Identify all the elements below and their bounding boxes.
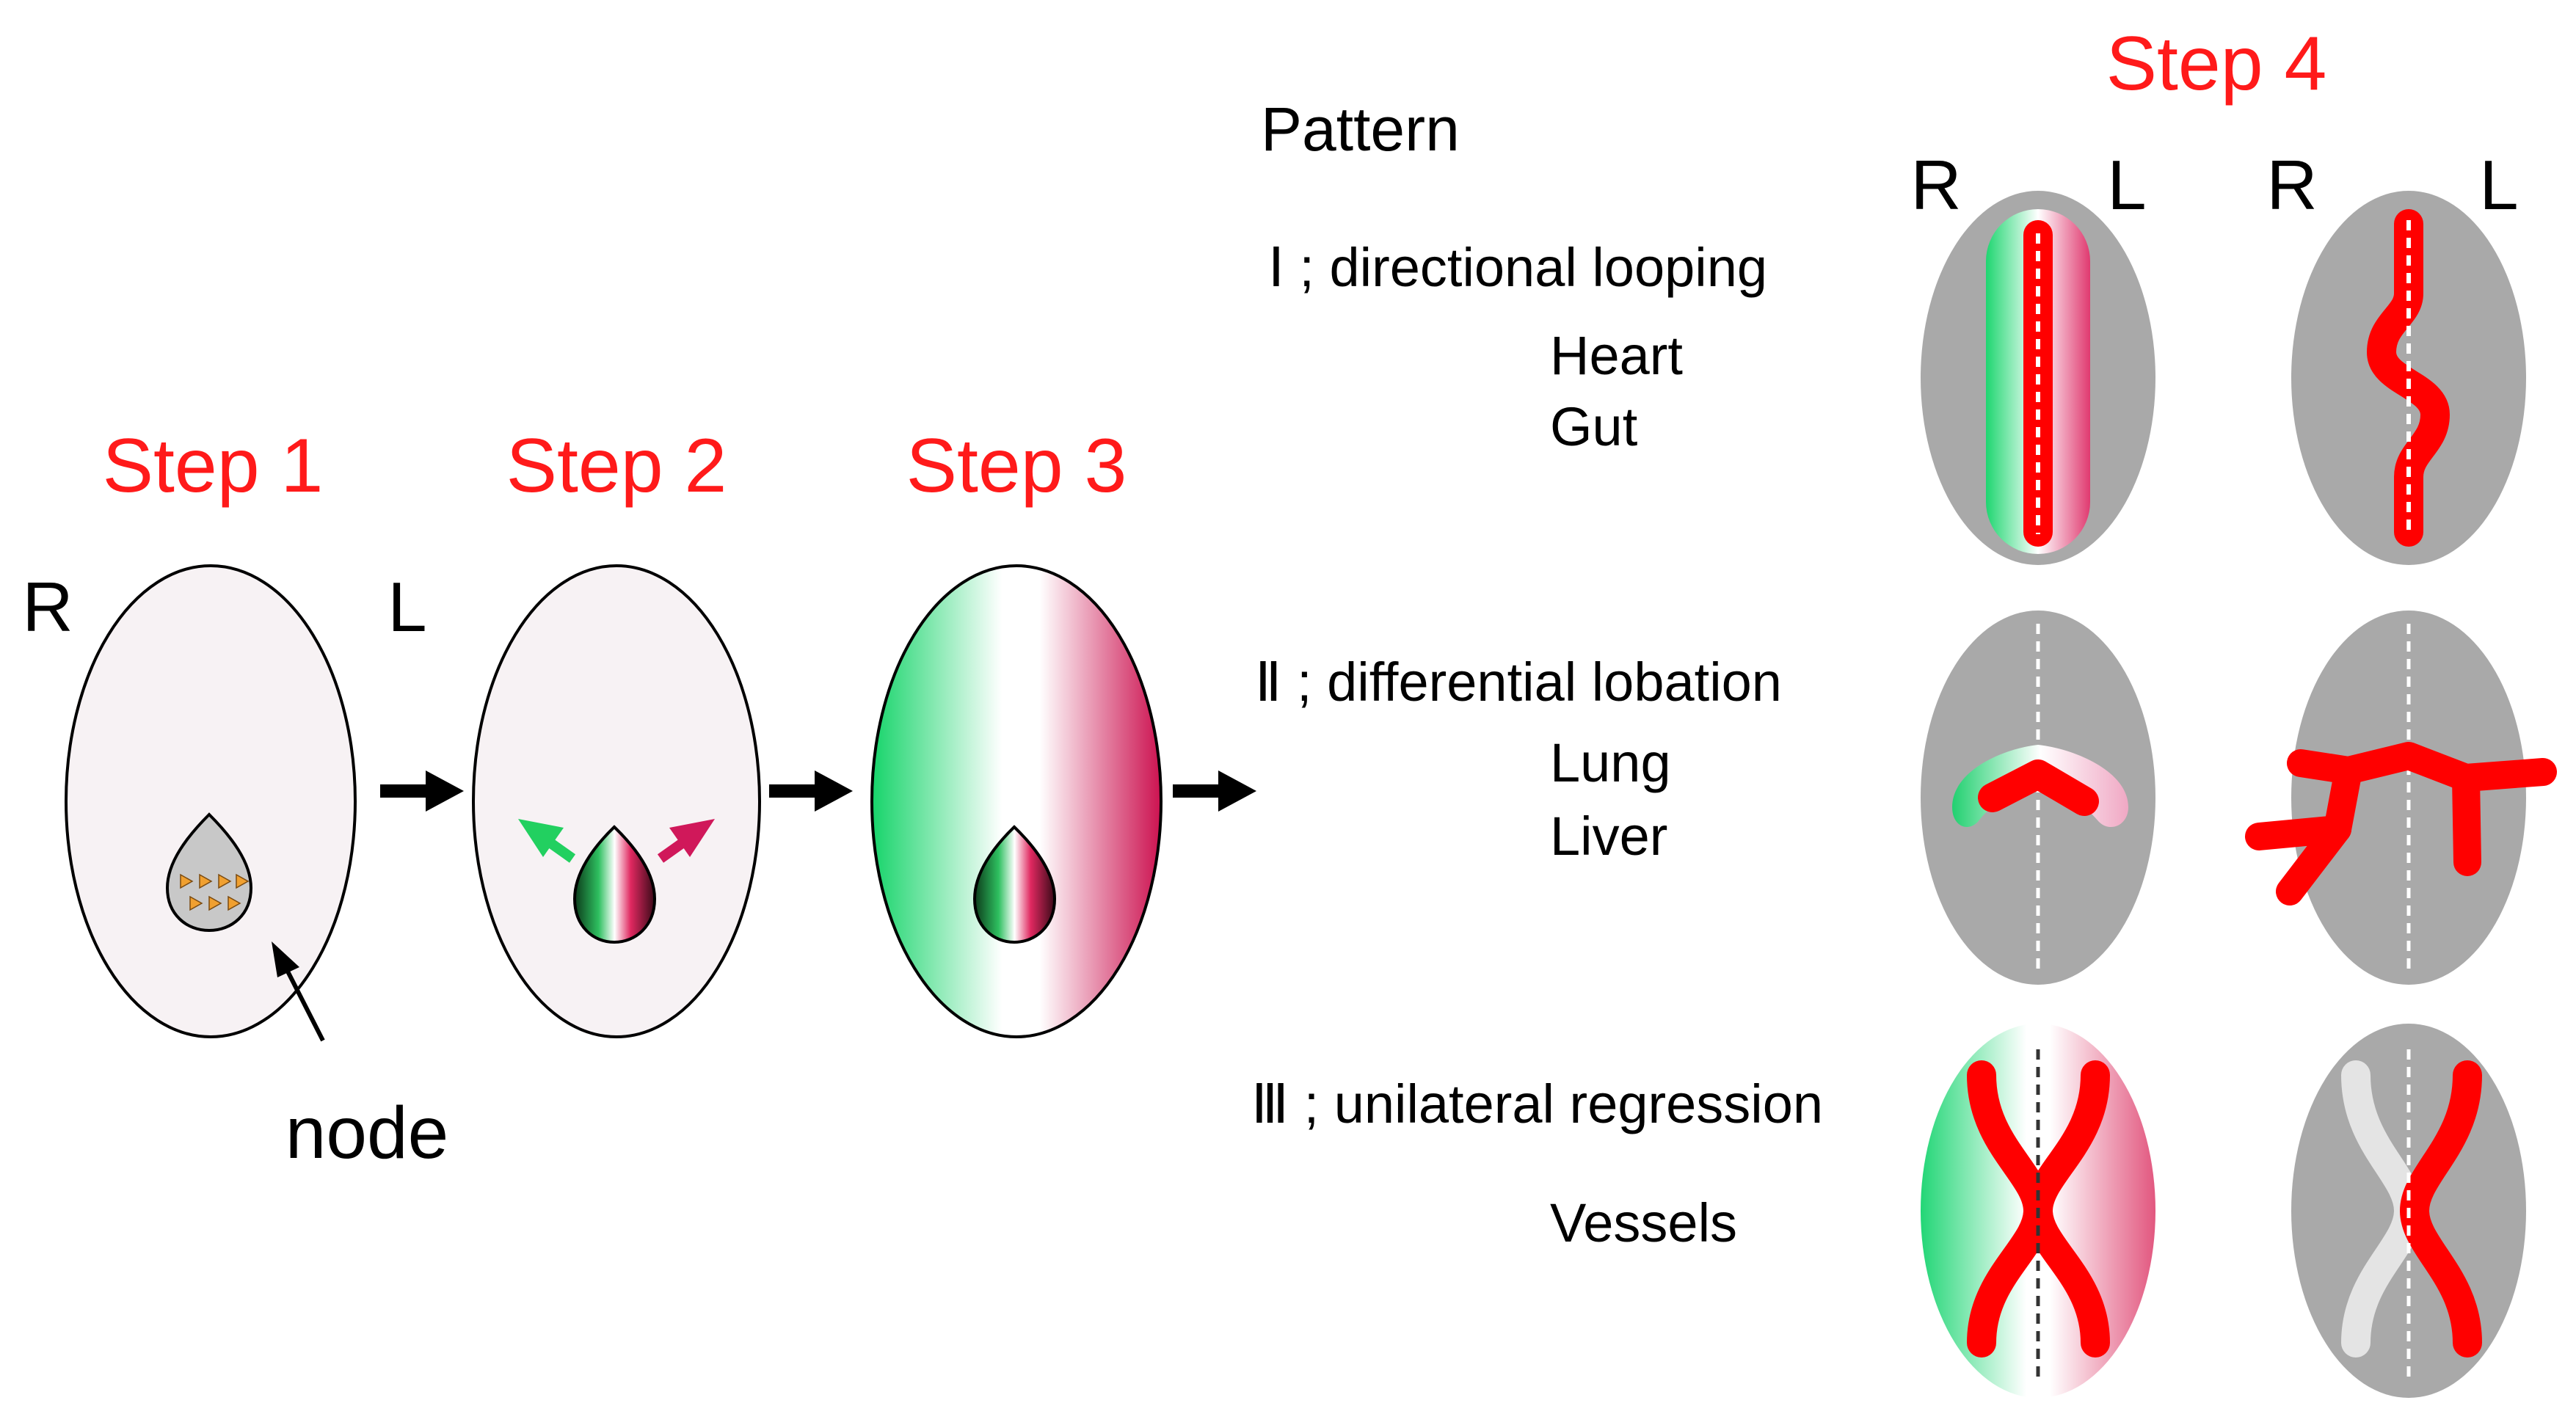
node-label: node [285,1092,448,1174]
pattern-header: Pattern [1261,95,1460,164]
arrow-step3-to-step4 [1173,770,1256,812]
node-shape-gradient [572,825,657,944]
node-shape [165,812,253,933]
step4-col2-left-label: L [2479,146,2518,225]
pattern-2-after-embryo [2245,611,2557,985]
pattern-3-after-embryo [2291,1024,2526,1398]
pattern-1-after-embryo [2291,191,2526,565]
pattern-2-organ-lung: Lung [1550,732,1671,793]
arrow-step2-to-step3 [769,770,853,812]
step4-col1-left-label: L [2107,146,2146,225]
lung-branches [1978,759,2099,816]
pattern-3: Ⅲ ; unilateral regression Vessels [1251,1074,1823,1253]
persisting-vessel [2399,1060,2482,1358]
step1-right-label: R [22,568,73,646]
pattern-1-before-embryo [1921,191,2155,565]
pattern-1-organ-gut: Gut [1550,396,1638,457]
pattern-1: Ⅰ ; directional looping Heart Gut [1268,237,1767,457]
step1-left-label: L [388,568,426,646]
pattern-3-before-embryo [1921,1024,2155,1398]
step3-embryo [870,564,1163,1038]
pattern-2: Ⅱ ; differential lobation Lung Liver [1255,652,1782,867]
step4-title: Step 4 [2106,21,2327,106]
step4-col1-right-label: R [1910,146,1961,225]
step4-col2-right-label: R [2266,146,2317,225]
cilia-icon [180,873,250,911]
green-flow-arrow-icon [518,819,576,863]
node-shape-gradient [972,825,1057,944]
step2-title: Step 2 [506,423,727,509]
pattern-2-label: Ⅱ ; differential lobation [1255,652,1782,713]
magenta-flow-arrow-icon [657,819,715,863]
node-pointer-arrow [272,941,325,1042]
pattern-2-organ-liver: Liver [1550,806,1667,867]
step2-embryo [472,564,761,1038]
pattern-2-before-embryo [1921,611,2155,985]
pattern-3-label: Ⅲ ; unilateral regression [1251,1074,1823,1134]
step1-embryo [65,564,357,1038]
lobed-branches [2245,742,2557,905]
step3-title: Step 3 [906,423,1127,509]
pattern-1-label: Ⅰ ; directional looping [1268,237,1767,298]
arrow-step1-to-step2 [380,770,464,812]
step1-title: Step 1 [103,423,324,509]
pattern-1-organ-heart: Heart [1550,325,1683,386]
pattern-3-organ-vessels: Vessels [1550,1192,1737,1253]
